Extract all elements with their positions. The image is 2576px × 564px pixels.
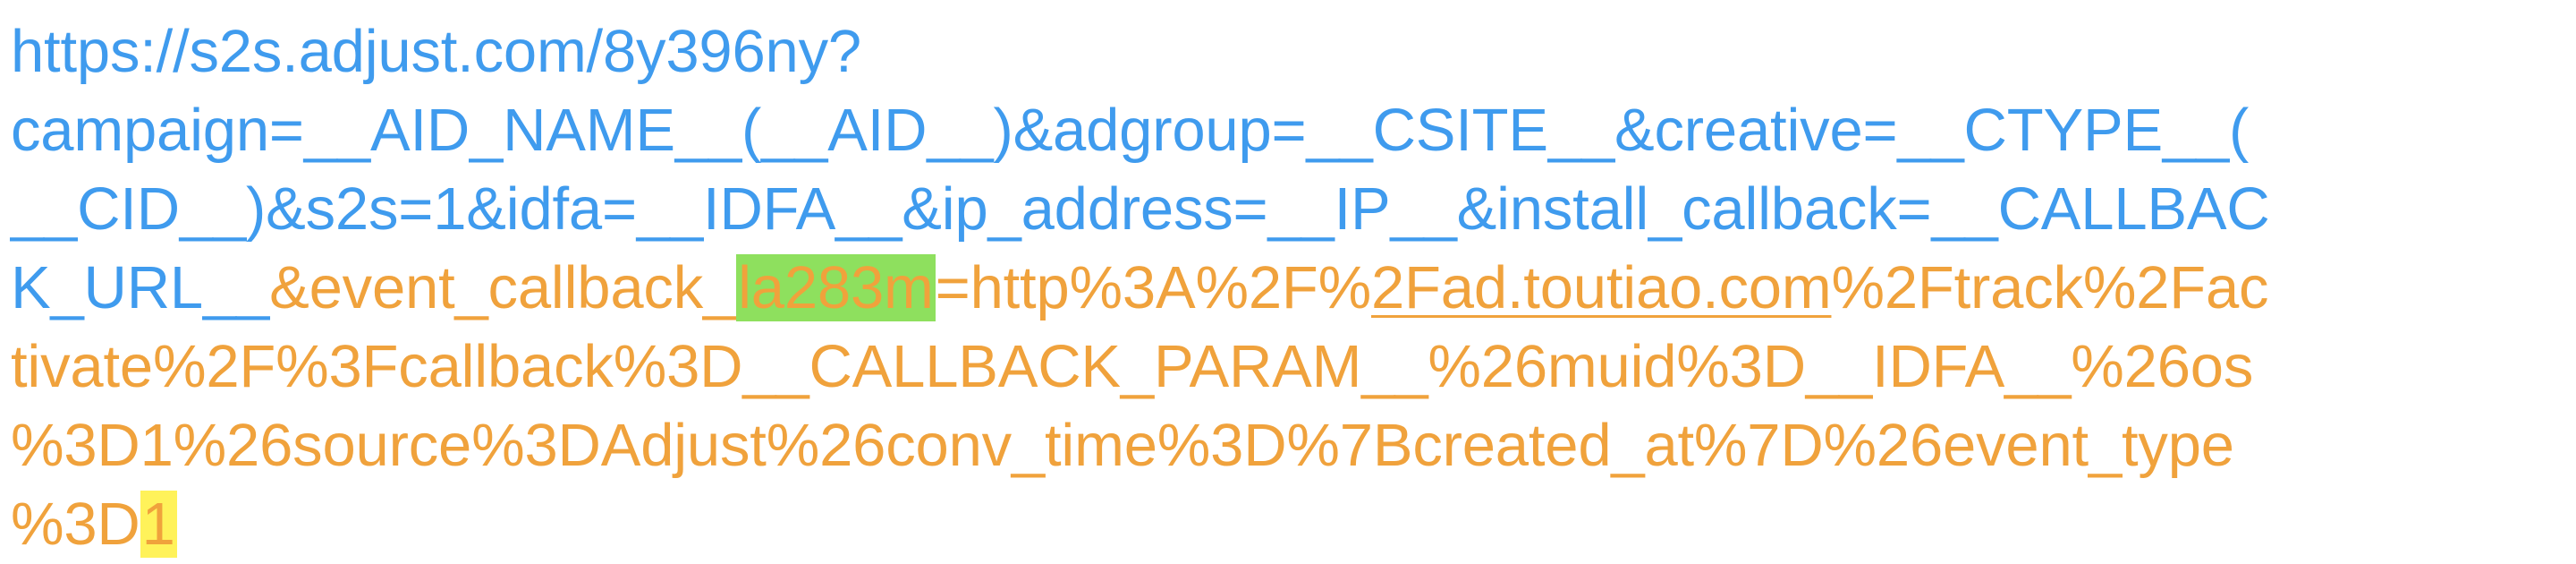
event-token-highlight: la283m xyxy=(736,254,936,321)
url-segment-callback-url-end: K_URL__ xyxy=(11,254,270,321)
url-segment-track: %2Ftrack%2Fac xyxy=(1831,254,2269,321)
url-line-5: tivate%2F%3Fcallback%3D__CALLBACK_PARAM_… xyxy=(11,333,2254,400)
url-line-2: campaign=__AID_NAME__(__AID__)&adgroup=_… xyxy=(11,97,2250,164)
url-segment-event-type-prefix: %3D xyxy=(11,491,140,558)
url-segment-http-encoded: =http%3A%2F% xyxy=(935,254,1372,321)
url-text-block: https://s2s.adjust.com/8y396ny? campaign… xyxy=(11,13,2569,564)
url-segment-event-callback: &event_callback_ xyxy=(269,254,737,321)
event-type-value-highlight: 1 xyxy=(140,491,177,558)
url-line-7: %3D1 xyxy=(11,485,2569,564)
url-line-6: %3D1%26source%3DAdjust%26conv_time%3D%7B… xyxy=(11,412,2234,479)
url-line-4: K_URL__&event_callback_la283m=http%3A%2F… xyxy=(11,249,2569,328)
url-line-1: https://s2s.adjust.com/8y396ny? xyxy=(11,18,861,85)
url-line-3: __CID__)&s2s=1&idfa=__IDFA__&ip_address=… xyxy=(11,175,2270,243)
domain-link[interactable]: 2Fad.toutiao.com xyxy=(1370,254,1832,321)
